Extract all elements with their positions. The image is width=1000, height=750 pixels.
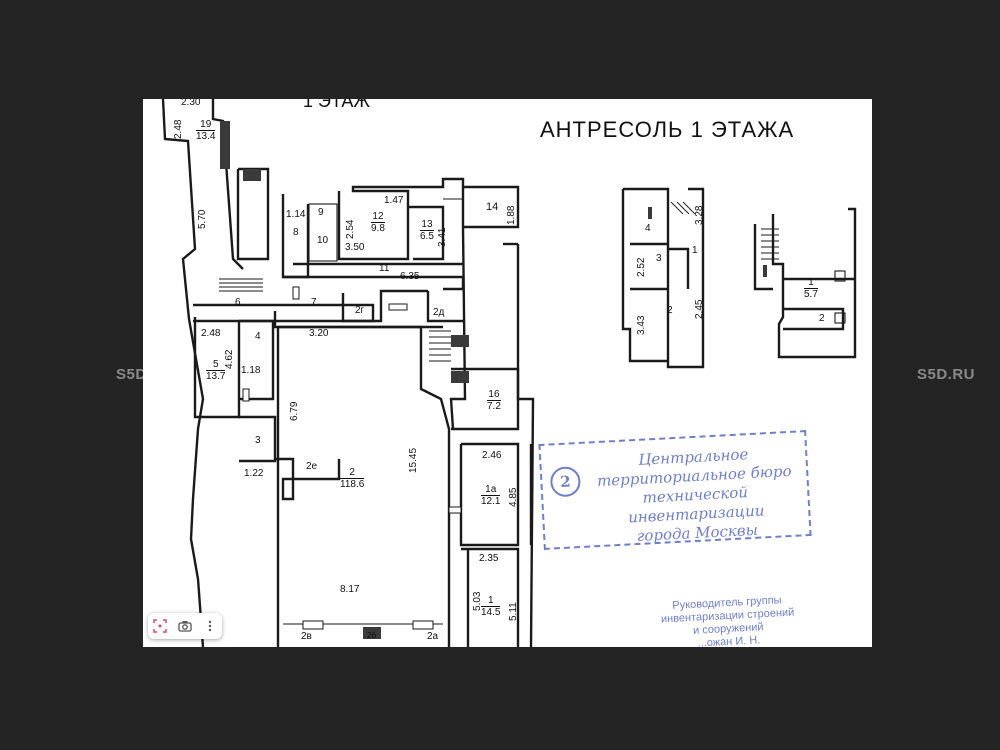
more-options-button[interactable] bbox=[200, 616, 220, 636]
dimension-label: 2.54 bbox=[345, 219, 356, 239]
dimension-label: 2.46 bbox=[482, 450, 502, 461]
room-label: 2е bbox=[306, 461, 318, 472]
crop-select-icon bbox=[153, 619, 168, 633]
dimension-label: 15.45 bbox=[408, 447, 419, 473]
dimension-label: 3.50 bbox=[345, 242, 365, 253]
dimension-label: 3.28 bbox=[694, 205, 705, 225]
room-label: 14 bbox=[486, 201, 499, 213]
dimension-label: 6.35 bbox=[400, 271, 420, 282]
room-label: 8 bbox=[293, 227, 299, 238]
camera-icon bbox=[178, 621, 192, 632]
dimension-label: 2.48 bbox=[201, 328, 221, 339]
room-label: 4 bbox=[645, 223, 651, 234]
plan-title: АНТРЕСОЛЬ 1 ЭТАЖА bbox=[540, 117, 795, 142]
bti-stamp: 2 Центральное территориальное бюро техни… bbox=[538, 430, 812, 550]
dimension-label: 1.88 bbox=[506, 205, 517, 225]
dimension-label: 1.22 bbox=[244, 468, 264, 479]
dimension-label: 8.17 bbox=[340, 584, 360, 595]
dimension-label: 3.20 bbox=[309, 328, 329, 339]
room-label: 2в bbox=[301, 631, 312, 642]
room-label: 9 bbox=[318, 207, 324, 218]
room-label: 11 bbox=[379, 263, 390, 274]
dimension-label: 2.52 bbox=[636, 257, 647, 277]
dimension-label: 5.70 bbox=[197, 209, 208, 229]
dimension-label: 6.79 bbox=[289, 401, 300, 421]
room-label: 3 bbox=[255, 435, 261, 446]
dimension-label: 2.45 bbox=[694, 299, 705, 319]
dimension-label: 2.48 bbox=[173, 119, 184, 139]
signature-block: Руководитель группы инвентаризации строе… bbox=[647, 593, 810, 647]
dimension-label: 3.41 bbox=[437, 227, 448, 247]
room-label: 2б bbox=[367, 631, 377, 640]
dimension-label: 2.35 bbox=[479, 553, 499, 564]
room-label: 2 bbox=[667, 305, 673, 316]
dimension-label: 4.85 bbox=[508, 487, 519, 507]
room-label: 2а bbox=[427, 631, 439, 642]
room-label: 4 bbox=[255, 331, 261, 342]
stamp-number: 2 bbox=[549, 465, 582, 498]
dimension-label: 4.62 bbox=[224, 349, 235, 369]
room-label: 1 bbox=[692, 245, 698, 256]
room-label: 2г bbox=[355, 305, 365, 316]
image-toolbar bbox=[148, 613, 222, 639]
dimension-label: 5.03 bbox=[472, 591, 483, 611]
dimension-label: 1.14 bbox=[286, 209, 306, 220]
watermark-right: S5D.RU bbox=[917, 366, 976, 383]
room-label: 2д bbox=[433, 307, 445, 318]
room-label: 10 bbox=[317, 235, 329, 246]
dimension-label: 3.43 bbox=[636, 315, 647, 335]
room-label: 2 bbox=[819, 313, 825, 324]
room-label: 3 bbox=[656, 253, 662, 264]
more-vertical-icon bbox=[208, 620, 211, 632]
room-label: 6 bbox=[235, 297, 241, 308]
previous-floor-label: 1 ЭТАЖ bbox=[303, 99, 370, 111]
dimension-label: 1.18 bbox=[241, 365, 261, 376]
dimension-label: 5.11 bbox=[508, 602, 519, 621]
watermark-left: S5D bbox=[116, 366, 147, 383]
room-label: 7 bbox=[311, 297, 317, 308]
floor-plan-drawing bbox=[161, 99, 857, 647]
crop-select-button[interactable] bbox=[150, 616, 170, 636]
dimension-label: 2.30 bbox=[181, 99, 201, 108]
dimension-label: 1.47 bbox=[384, 195, 404, 206]
camera-button[interactable] bbox=[175, 616, 195, 636]
